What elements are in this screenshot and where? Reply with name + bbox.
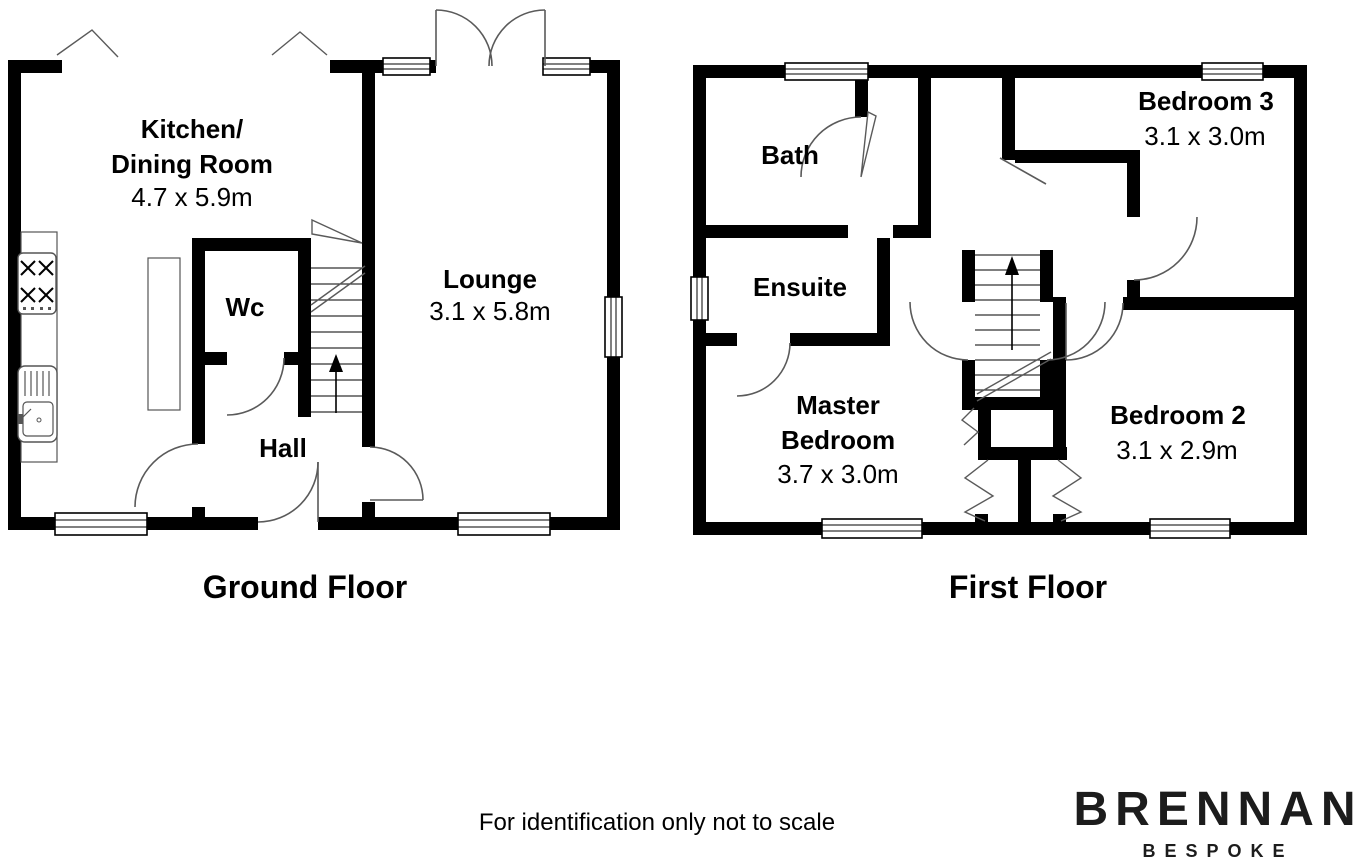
window (784, 62, 869, 81)
front-door (257, 461, 319, 523)
window (690, 276, 709, 321)
wall-opening-chevrons (56, 29, 328, 58)
first-floor-title: First Floor (949, 569, 1107, 605)
ground-floor-title: Ground Floor (203, 569, 407, 605)
kitchen-door (134, 443, 199, 508)
master-label-line2: Bedroom (781, 425, 895, 455)
bath-label: Bath (761, 140, 819, 170)
window (457, 512, 551, 536)
first-floor-walls (693, 65, 1307, 535)
french-doors (435, 9, 546, 67)
ground-floor-walls (8, 60, 620, 530)
lounge-label: Lounge (443, 264, 537, 294)
window (1201, 62, 1264, 81)
bath-door (800, 110, 877, 178)
master-dims: 3.7 x 3.0m (777, 459, 898, 489)
window (604, 296, 623, 358)
window (54, 512, 148, 536)
ground-floor-stairs (310, 218, 366, 413)
stove-icon (17, 252, 57, 315)
kitchen-dims: 4.7 x 5.9m (131, 182, 252, 212)
kitchen-label-line2: Dining Room (111, 149, 273, 179)
ensuite-label: Ensuite (753, 272, 847, 302)
lounge-dims: 3.1 x 5.8m (429, 296, 550, 326)
ground-floor-plan: Kitchen/ Dining Room 4.7 x 5.9m Wc Loung… (8, 9, 623, 605)
kitchen-label-line1: Kitchen/ (141, 114, 244, 144)
wc-door (226, 357, 285, 416)
disclaimer-text: For identification only not to scale (479, 809, 835, 836)
bedroom3-label: Bedroom 3 (1138, 86, 1274, 116)
first-floor-plan: Bath Bedroom 3 3.1 x 3.0m Ensuite Master… (690, 62, 1307, 605)
window (821, 518, 923, 539)
master-label-line1: Master (796, 390, 880, 420)
cupboard-door (999, 157, 1047, 185)
kitchen-counter (20, 231, 181, 463)
logo-tagline: BESPOKE (1142, 841, 1293, 861)
brennan-logo: BRENNAN BESPOKE (1074, 783, 1363, 861)
window (382, 57, 431, 76)
bifold-doors (960, 407, 1083, 522)
ground-floor-windows (54, 57, 623, 536)
bedroom2-landing-door (1046, 301, 1106, 361)
wc-label: Wc (226, 292, 265, 322)
bedroom2-door (1065, 302, 1124, 361)
hall-label: Hall (259, 433, 307, 463)
window (1149, 518, 1231, 539)
window (542, 57, 591, 76)
bedroom2-label: Bedroom 2 (1110, 400, 1246, 430)
ensuite-door (736, 342, 791, 397)
bedroom3-door (1133, 216, 1198, 281)
bedroom2-dims: 3.1 x 2.9m (1116, 435, 1237, 465)
lounge-door (369, 446, 424, 501)
bedroom3-dims: 3.1 x 3.0m (1144, 121, 1265, 151)
logo-name: BRENNAN (1074, 783, 1363, 836)
master-bedroom-door (909, 301, 969, 361)
sink-icon (17, 365, 58, 443)
first-floor-stairs (975, 254, 1052, 402)
first-floor-windows (690, 62, 1264, 539)
